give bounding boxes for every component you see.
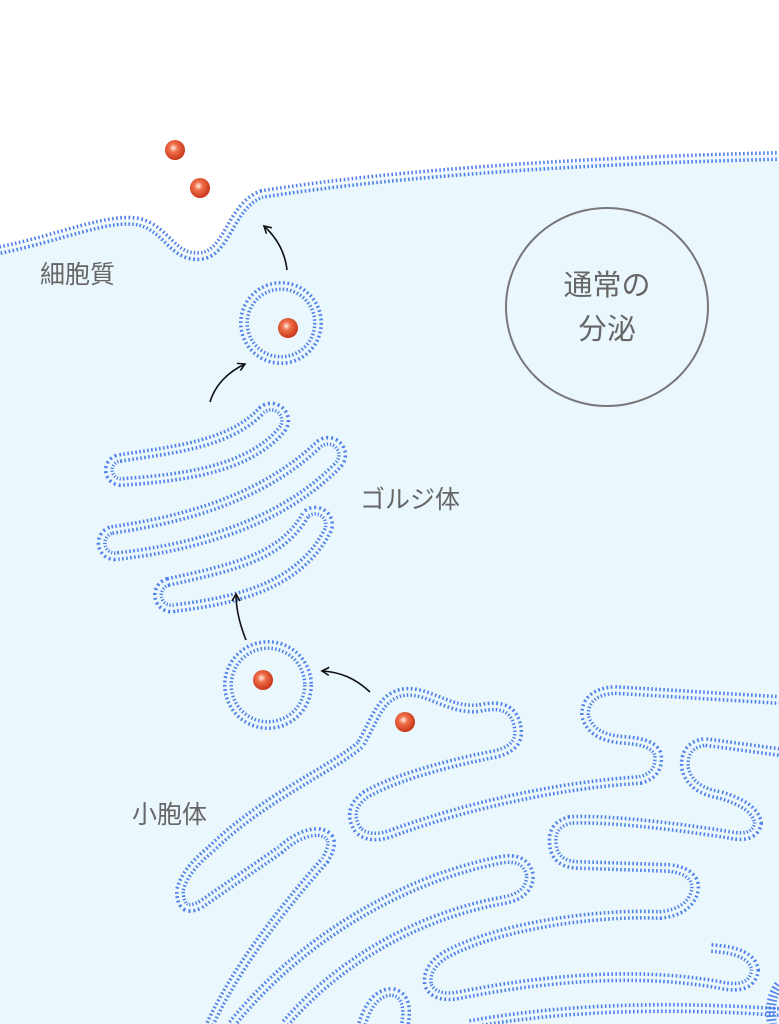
arrow-icon [262, 224, 288, 271]
cytoplasm-label: 細胞質 [40, 260, 116, 289]
cell-membrane [0, 151, 779, 262]
protein-particle [395, 712, 415, 732]
arrow-icon [231, 592, 247, 641]
arrow-icon [209, 362, 247, 403]
endoplasmic-reticulum [174, 684, 779, 1024]
title-line-2: 分泌 [577, 312, 636, 346]
transport-vesicle [223, 640, 313, 730]
protein-particle [190, 178, 210, 198]
er-label: 小胞体 [132, 800, 208, 829]
secretory-vesicle [239, 281, 323, 365]
title-line-1: 通常の [563, 268, 651, 302]
arrow-icon [320, 666, 371, 693]
title-circle: 通常の 分泌 [505, 207, 709, 407]
golgi-apparatus [96, 401, 348, 614]
golgi-label: ゴルジ体 [360, 485, 461, 514]
protein-particle [278, 318, 298, 338]
protein-particle [253, 670, 273, 690]
protein-particle [165, 140, 185, 160]
